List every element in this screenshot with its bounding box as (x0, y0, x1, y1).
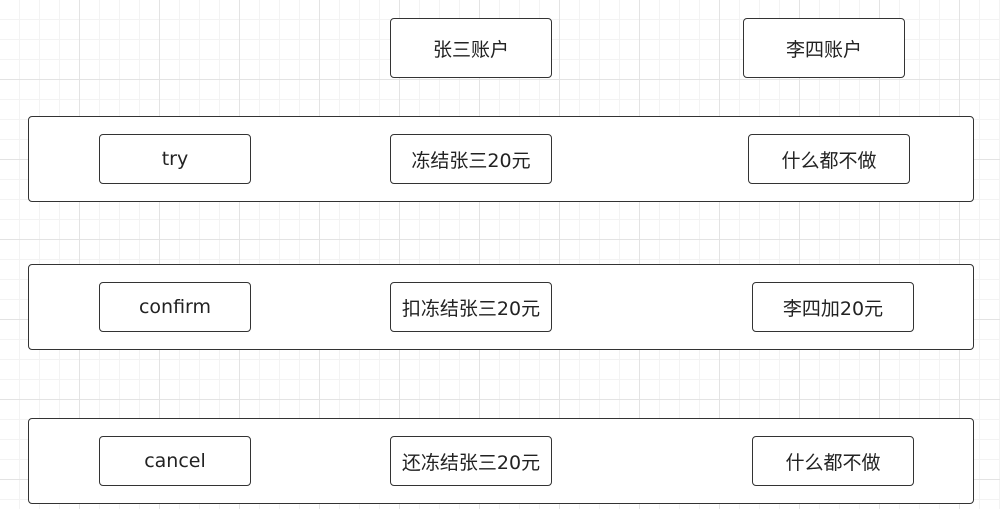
lisi-action-try: 什么都不做 (748, 134, 910, 184)
phase-confirm-row: confirm 扣冻结张三20元 李四加20元 (28, 264, 974, 350)
zhangsan-action-cancel: 还冻结张三20元 (390, 436, 552, 486)
zhangsan-action-try: 冻结张三20元 (390, 134, 552, 184)
lisi-action-confirm: 李四加20元 (752, 282, 914, 332)
account-header-lisi: 李四账户 (743, 18, 905, 78)
zhangsan-action-confirm: 扣冻结张三20元 (390, 282, 552, 332)
phase-label-try: try (99, 134, 251, 184)
phase-label-confirm: confirm (99, 282, 251, 332)
lisi-action-cancel: 什么都不做 (752, 436, 914, 486)
phase-cancel-row: cancel 还冻结张三20元 什么都不做 (28, 418, 974, 504)
phase-try-row: try 冻结张三20元 什么都不做 (28, 116, 974, 202)
phase-label-cancel: cancel (99, 436, 251, 486)
account-header-zhangsan: 张三账户 (390, 18, 552, 78)
